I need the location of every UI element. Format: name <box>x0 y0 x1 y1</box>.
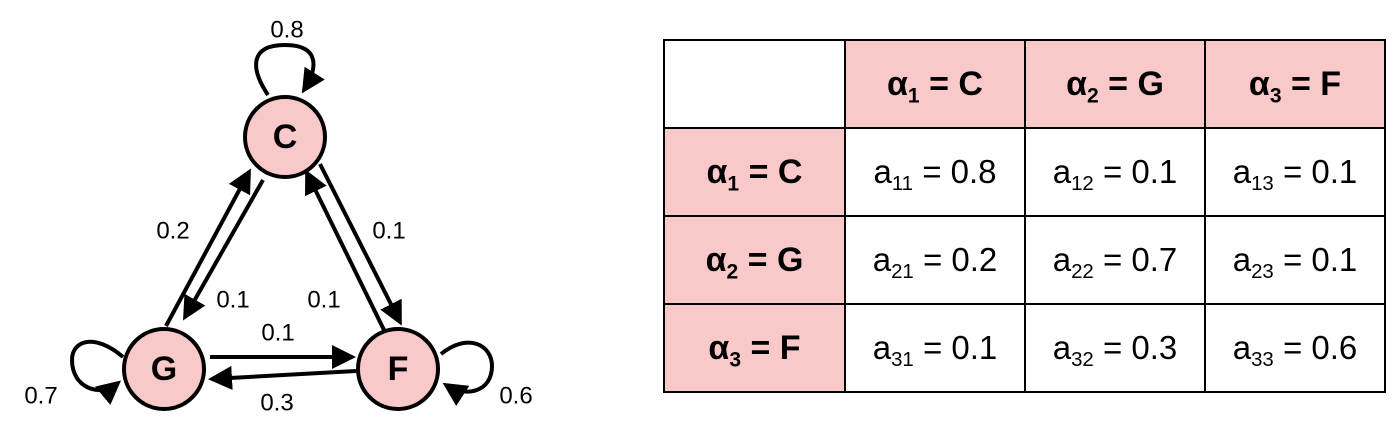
cell-symbol: a <box>1052 153 1072 190</box>
cell-value: = 0.3 <box>1093 329 1178 366</box>
edge-f-f <box>439 340 495 406</box>
node-c: C <box>243 95 327 179</box>
matrix-cell: a13 = 0.1 <box>1204 127 1386 217</box>
edge-label-f-c: 0.1 <box>307 287 340 314</box>
matrix-cell: a21 = 0.2 <box>844 215 1026 305</box>
header-symbol: α <box>1248 64 1270 103</box>
edge-label-c-g: 0.1 <box>216 287 249 314</box>
matrix-row-header: α2 = G <box>663 215 846 305</box>
cell-subscript: 23 <box>1251 260 1274 284</box>
transition-matrix-table: α1 = C α2 = G α3 = F α1 = C a11 = 0.8 a1… <box>663 39 1386 393</box>
header-symbol: α <box>1066 64 1087 103</box>
cell-value: = 0.1 <box>1093 153 1178 190</box>
cell-symbol: a <box>872 241 892 278</box>
header-symbol: α <box>708 328 730 367</box>
matrix-row: α1 = C a11 = 0.8 a12 = 0.1 a13 = 0.1 <box>663 127 1386 217</box>
cell-value: = 0.6 <box>1273 329 1358 366</box>
cell-subscript: 33 <box>1251 348 1274 372</box>
cell-subscript: 31 <box>891 348 914 372</box>
cell-subscript: 32 <box>1071 348 1094 372</box>
edge-label-g-c: 0.2 <box>156 218 189 245</box>
cell-subscript: 12 <box>1071 172 1094 196</box>
matrix-row-header: α1 = C <box>663 127 846 217</box>
cell-subscript: 22 <box>1071 260 1094 284</box>
edge-g-g <box>69 339 125 406</box>
matrix-row: α3 = F a31 = 0.1 a32 = 0.3 a33 = 0.6 <box>663 303 1386 393</box>
cell-symbol: a <box>872 329 892 366</box>
matrix-header-row: α1 = C α2 = G α3 = F <box>663 39 1386 129</box>
cell-value: = 0.1 <box>1273 153 1358 190</box>
node-f-label: F <box>388 350 409 388</box>
matrix-cell: a12 = 0.1 <box>1024 127 1206 217</box>
header-text: = G <box>1098 64 1164 103</box>
node-g-label: G <box>151 350 177 388</box>
matrix-row-header: α3 = F <box>663 303 846 393</box>
matrix-cell: a31 = 0.1 <box>844 303 1026 393</box>
edge-label-c-f: 0.1 <box>372 218 405 245</box>
header-text: = C <box>739 152 803 191</box>
matrix-cell: a11 = 0.8 <box>844 127 1026 217</box>
edge-label-g-f: 0.1 <box>261 320 294 347</box>
matrix-cell: a23 = 0.1 <box>1204 215 1386 305</box>
header-subscript: 1 <box>727 171 740 195</box>
node-g: G <box>122 327 206 411</box>
cell-symbol: a <box>1052 241 1072 278</box>
cell-value: = 0.2 <box>913 241 998 278</box>
node-f: F <box>356 327 440 411</box>
matrix-col-header: α2 = G <box>1024 39 1206 129</box>
header-symbol: α <box>706 152 728 191</box>
edge-g-c <box>164 168 251 327</box>
cell-value: = 0.7 <box>1093 241 1178 278</box>
edge-c-f <box>318 163 402 326</box>
cell-symbol: a <box>873 153 892 190</box>
edge-label-f-f: 0.6 <box>499 383 532 410</box>
header-symbol: α <box>705 240 727 279</box>
cell-subscript: 21 <box>891 260 914 284</box>
cell-symbol: a <box>1232 153 1252 190</box>
edge-f-c <box>305 169 386 331</box>
matrix-col-header: α3 = F <box>1204 39 1386 129</box>
header-subscript: 1 <box>907 83 920 107</box>
cell-value: = 0.1 <box>913 329 998 366</box>
cell-subscript: 13 <box>1251 172 1274 196</box>
markov-diagram: 0.8 0.2 0.1 0.1 0.1 0.1 0.3 0.7 0.6 C G … <box>24 17 532 417</box>
cell-subscript: 11 <box>891 172 914 196</box>
matrix-corner-cell <box>663 39 846 129</box>
edge-f-g <box>208 365 357 390</box>
matrix-cell: a32 = 0.3 <box>1024 303 1206 393</box>
cell-symbol: a <box>1232 329 1252 366</box>
edge-c-g <box>183 179 265 321</box>
header-text: = F <box>1281 64 1342 103</box>
cell-value: = 0.8 <box>913 153 997 190</box>
edge-c-c <box>254 42 325 97</box>
header-text: = G <box>738 240 804 279</box>
matrix-cell: a22 = 0.7 <box>1024 215 1206 305</box>
matrix-cell: a33 = 0.6 <box>1204 303 1386 393</box>
edge-label-c-c: 0.8 <box>270 17 303 44</box>
header-subscript: 2 <box>726 259 739 283</box>
matrix-row: α2 = G a21 = 0.2 a22 = 0.7 a23 = 0.1 <box>663 215 1386 305</box>
header-text: = F <box>741 328 801 367</box>
cell-symbol: a <box>1052 329 1072 366</box>
header-subscript: 2 <box>1086 83 1099 107</box>
header-symbol: α <box>887 64 908 103</box>
cell-value: = 0.1 <box>1273 241 1358 278</box>
edge-label-f-g: 0.3 <box>260 390 293 417</box>
header-subscript: 3 <box>1269 83 1282 107</box>
matrix-col-header: α1 = C <box>844 39 1026 129</box>
header-subscript: 3 <box>729 347 742 371</box>
header-text: = C <box>919 64 983 103</box>
edge-label-g-g: 0.7 <box>24 383 57 410</box>
cell-symbol: a <box>1232 241 1252 278</box>
node-c-label: C <box>273 118 298 156</box>
